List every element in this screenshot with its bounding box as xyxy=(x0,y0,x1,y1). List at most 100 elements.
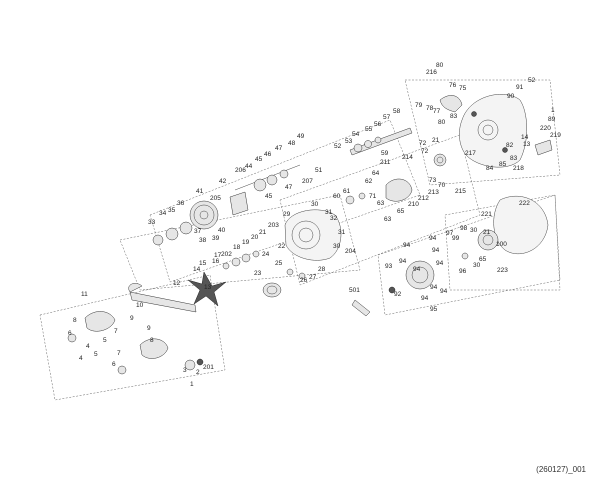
callout-number: 63 xyxy=(377,200,385,207)
diagram-code: (260127)_001 xyxy=(536,465,586,474)
callout-number: 36 xyxy=(177,200,185,207)
callout-number: 95 xyxy=(430,306,438,313)
callout-number: 14 xyxy=(521,134,529,141)
tool-part-501 xyxy=(351,299,371,317)
callout-number: 65 xyxy=(397,208,405,215)
callout-number: 13 xyxy=(204,284,212,291)
callout-number: 21 xyxy=(432,137,440,144)
callout-number: 83 xyxy=(450,113,458,120)
callout-number: 222 xyxy=(519,200,530,207)
callout-number: 58 xyxy=(393,108,401,115)
callout-number: 218 xyxy=(513,165,524,172)
callout-number: 4 xyxy=(79,355,83,362)
callout-number: 203 xyxy=(268,222,279,229)
callout-number: 30 xyxy=(333,243,341,250)
callout-number: 98 xyxy=(460,225,468,232)
callout-number: 28 xyxy=(318,266,326,273)
callout-number: 94 xyxy=(403,242,411,249)
callout-number: 90 xyxy=(507,93,515,100)
callout-number: 214 xyxy=(402,154,413,161)
callout-number: 26 xyxy=(300,277,308,284)
callout-number: 78 xyxy=(426,105,434,112)
callout-number: 6 xyxy=(112,361,116,368)
callout-number: 19 xyxy=(242,239,250,246)
callout-number: 70 xyxy=(438,182,446,189)
callout-number: 41 xyxy=(196,188,204,195)
callout-number: 51 xyxy=(315,167,323,174)
callout-number: 31 xyxy=(338,229,346,236)
callout-number: 211 xyxy=(380,159,391,166)
callout-number: 206 xyxy=(235,167,246,174)
callout-number: 52 xyxy=(334,143,342,150)
callout-number: 10 xyxy=(136,302,144,309)
callout-number: 83 xyxy=(510,155,518,162)
callout-number: 38 xyxy=(199,237,207,244)
callout-number: 202 xyxy=(221,251,232,258)
callout-number: 204 xyxy=(345,248,356,255)
pinion-assembly xyxy=(345,153,447,205)
callout-number: 223 xyxy=(497,267,508,274)
callout-number: 22 xyxy=(278,243,286,250)
callout-number: 201 xyxy=(203,364,214,371)
frame-body xyxy=(284,209,342,261)
callout-number: 37 xyxy=(194,228,202,235)
callout-number: 219 xyxy=(550,132,561,139)
callout-number: 77 xyxy=(433,108,441,115)
callout-number: 94 xyxy=(421,295,429,302)
spool-assembly xyxy=(222,250,306,298)
callout-number: 100 xyxy=(496,241,507,248)
callout-number: 8 xyxy=(150,337,154,344)
side-cover-assembly xyxy=(388,195,549,294)
callout-number: 9 xyxy=(130,315,134,322)
callout-number: 8 xyxy=(73,317,77,324)
callout-number: 210 xyxy=(408,201,419,208)
callout-number: 205 xyxy=(210,195,221,202)
handle-star-assembly xyxy=(128,271,227,313)
callout-number: 44 xyxy=(245,163,253,170)
callout-number: 24 xyxy=(262,251,270,258)
callout-number: 99 xyxy=(452,235,460,242)
callout-number: 27 xyxy=(309,274,317,281)
callout-number: 57 xyxy=(383,114,391,121)
callout-number: 212 xyxy=(418,195,429,202)
callout-number: 92 xyxy=(394,291,402,298)
callout-number: 7 xyxy=(114,328,118,335)
callout-number: 1 xyxy=(551,107,555,114)
main-gear-assembly xyxy=(152,164,301,246)
callout-number: 21 xyxy=(483,229,491,236)
callout-number: 215 xyxy=(455,188,466,195)
callout-number: 63 xyxy=(384,216,392,223)
callout-number: 25 xyxy=(275,260,283,267)
callout-number: 91 xyxy=(516,84,524,91)
callout-number: 75 xyxy=(459,85,467,92)
callout-number: 5 xyxy=(94,351,98,358)
callout-number: 31 xyxy=(325,209,333,216)
callout-number: 30 xyxy=(470,227,478,234)
callout-number: 20 xyxy=(251,234,259,241)
callout-number: 3 xyxy=(183,367,187,374)
callout-number: 39 xyxy=(212,235,220,242)
callout-number: 45 xyxy=(255,156,263,163)
callout-number: 56 xyxy=(374,121,382,128)
callout-number: 72 xyxy=(419,140,427,147)
callout-number: 18 xyxy=(233,244,241,251)
handle-knobs xyxy=(67,311,204,375)
callout-number: 47 xyxy=(285,184,293,191)
callout-number: 35 xyxy=(168,207,176,214)
callout-number: 213 xyxy=(428,189,439,196)
callout-number: 82 xyxy=(506,142,514,149)
callout-number: 30 xyxy=(473,262,481,269)
callout-number: 501 xyxy=(349,287,360,294)
callout-number: 47 xyxy=(275,145,283,152)
callout-number: 217 xyxy=(465,150,476,157)
callout-number: 207 xyxy=(302,178,313,185)
callout-number: 97 xyxy=(446,230,454,237)
callout-number: 94 xyxy=(436,260,444,267)
callout-number: 23 xyxy=(254,270,262,277)
frame-side-plate xyxy=(439,94,553,168)
callout-number: 64 xyxy=(372,170,380,177)
drive-shaft-assembly xyxy=(349,127,413,156)
callout-number: 7 xyxy=(117,350,121,357)
